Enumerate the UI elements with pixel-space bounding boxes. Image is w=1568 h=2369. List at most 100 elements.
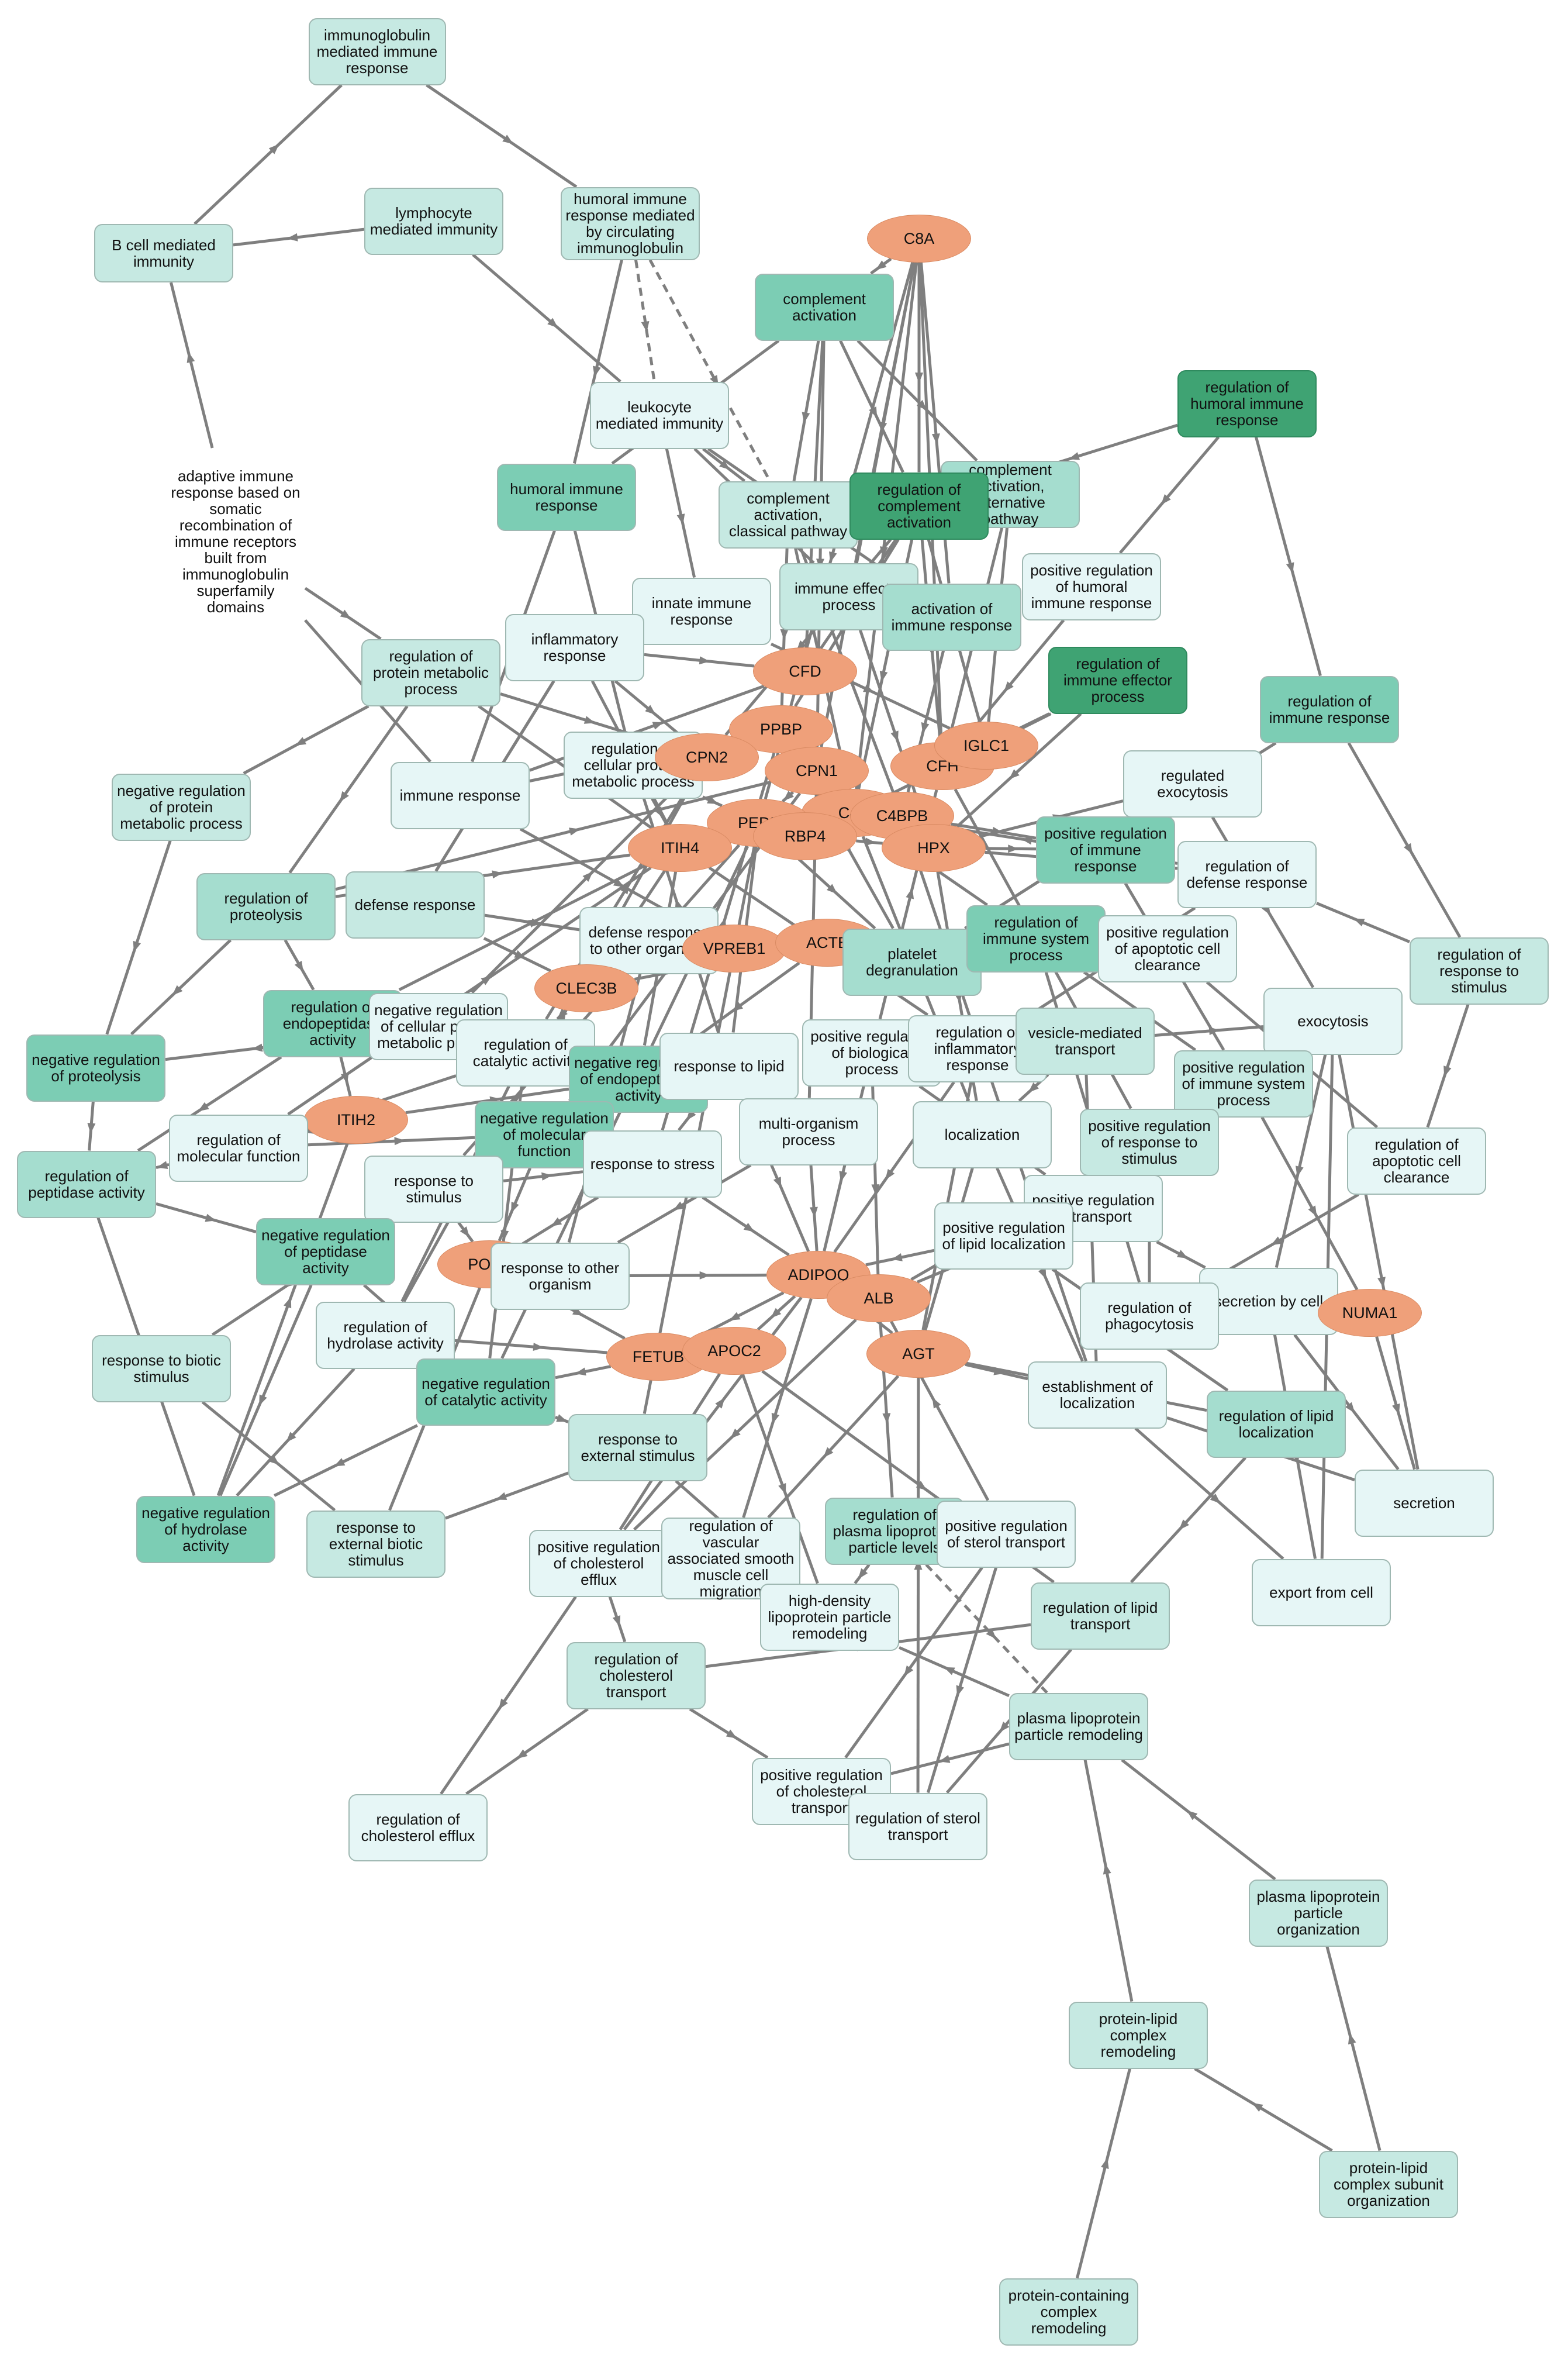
term-node-multi-organism[interactable]: multi-organism process: [739, 1098, 878, 1165]
edge-arrow: [340, 1072, 349, 1084]
term-node-hdl-remodeling[interactable]: high-density lipoprotein particle remode…: [760, 1583, 899, 1651]
gene-node-cpn2[interactable]: CPN2: [655, 733, 759, 781]
gene-node-numa1[interactable]: NUMA1: [1318, 1289, 1422, 1337]
term-node-reg-phagocytosis[interactable]: regulation of phagocytosis: [1080, 1282, 1219, 1350]
term-node-neg-reg-protein-metabolic[interactable]: negative regulation of protein metabolic…: [112, 773, 251, 841]
term-node-protein-containing-remodeling[interactable]: protein-containing complex remodeling: [999, 2278, 1138, 2346]
edge-arrow: [730, 1428, 741, 1439]
term-node-b-cell-mediated[interactable]: B cell mediated immunity: [94, 224, 233, 282]
term-node-reg-sterol-transport[interactable]: regulation of sterol transport: [848, 1792, 987, 1860]
term-node-reg-immune-effector[interactable]: regulation of immune effector process: [1048, 646, 1187, 714]
term-node-response-stimulus[interactable]: response to stimulus: [364, 1155, 503, 1223]
term-node-response-external[interactable]: response to external stimulus: [568, 1413, 707, 1481]
term-node-inflammatory-response[interactable]: inflammatory response: [505, 613, 644, 681]
gene-node-alb[interactable]: ALB: [827, 1274, 931, 1322]
term-node-neg-reg-proteolysis[interactable]: negative regulation of proteolysis: [26, 1034, 165, 1102]
term-node-reg-immune-system[interactable]: regulation of immune system process: [966, 905, 1106, 973]
term-node-response-other-org[interactable]: response to other organism: [491, 1242, 630, 1310]
term-node-exocytosis[interactable]: exocytosis: [1263, 987, 1403, 1055]
term-node-protein-lipid-subunit[interactable]: protein-lipid complex subunit organizati…: [1319, 2150, 1458, 2218]
edge-reg_endopeptidase-to-reg_peptidase: [137, 1056, 282, 1152]
edge-arrow: [547, 318, 558, 328]
gene-node-itih2[interactable]: ITIH2: [304, 1096, 408, 1144]
term-node-reg-peptidase[interactable]: regulation of peptidase activity: [17, 1150, 156, 1218]
term-node-plasma-remodeling[interactable]: plasma lipoprotein particle remodeling: [1009, 1692, 1148, 1760]
term-node-reg-chol-efflux[interactable]: regulation of cholesterol efflux: [348, 1794, 488, 1861]
term-node-reg-apoptotic-clearance[interactable]: regulation of apoptotic cell clearance: [1347, 1127, 1486, 1195]
term-node-reg-response-stimulus[interactable]: regulation of response to stimulus: [1410, 937, 1549, 1005]
edge-arrow: [1270, 1236, 1282, 1246]
term-node-pos-reg-apoptotic-clearance[interactable]: positive regulation of apoptotic cell cl…: [1098, 915, 1237, 982]
term-node-regulated-exocytosis[interactable]: regulated exocytosis: [1123, 750, 1262, 818]
term-node-complement-classical[interactable]: complement activation, classical pathway: [719, 481, 858, 549]
edge-protein_containing_remodeling-to-protein_lipid_remodeling: [1076, 2068, 1131, 2279]
term-node-response-lipid[interactable]: response to lipid: [659, 1032, 799, 1100]
term-node-protein-lipid-remodeling[interactable]: protein-lipid complex remodeling: [1069, 2001, 1208, 2069]
term-node-humoral-circulating[interactable]: humoral immune response mediated by circ…: [561, 187, 700, 260]
term-node-response-biotic[interactable]: response to biotic stimulus: [92, 1334, 231, 1402]
gene-node-ppbp[interactable]: PPBP: [729, 705, 833, 753]
term-node-lymphocyte-mediated[interactable]: lymphocyte mediated immunity: [364, 187, 503, 255]
term-node-pos-reg-immune-system[interactable]: positive regulation of immune system pro…: [1174, 1050, 1313, 1118]
term-node-pos-reg-lipid-loc[interactable]: positive regulation of lipid localizatio…: [934, 1202, 1073, 1270]
term-node-pos-reg-chol-efflux[interactable]: positive regulation of cholesterol efflu…: [529, 1529, 668, 1597]
term-node-regulation-complement[interactable]: regulation of complement activation: [849, 472, 989, 540]
edge-reg_hydrolase-to-fetub: [454, 1339, 607, 1354]
term-node-reg-proteolysis[interactable]: regulation of proteolysis: [196, 873, 336, 940]
term-node-reg-lipid-transport[interactable]: regulation of lipid transport: [1031, 1582, 1170, 1650]
term-node-establishment-loc[interactable]: establishment of localization: [1028, 1361, 1167, 1429]
term-node-reg-molecular[interactable]: regulation of molecular function: [169, 1114, 308, 1182]
gene-node-itih4[interactable]: ITIH4: [628, 824, 732, 872]
gene-node-iglc1[interactable]: IGLC1: [934, 722, 1038, 770]
term-node-reg-immune-response[interactable]: regulation of immune response: [1260, 675, 1399, 743]
term-node-pos-reg-transport[interactable]: positive regulation of transport: [1024, 1174, 1163, 1242]
gene-node-hpx[interactable]: HPX: [882, 824, 986, 872]
term-node-reg-cellular-metabolic[interactable]: regulation of cellular protein metabolic…: [564, 731, 703, 799]
term-node-neg-reg-peptidase[interactable]: negative regulation of peptidase activit…: [256, 1218, 395, 1285]
gene-node-c8a[interactable]: C8A: [867, 215, 971, 263]
term-node-reg-hydrolase[interactable]: regulation of hydrolase activity: [316, 1301, 455, 1369]
term-node-reg-protein-metabolic[interactable]: regulation of protein metabolic process: [361, 639, 500, 706]
gene-node-cfd[interactable]: CFD: [753, 647, 857, 695]
term-node-immunoglobulin-mediated[interactable]: immunoglobulin mediated immune response: [308, 18, 446, 85]
term-node-response-ext-biotic[interactable]: response to external biotic stimulus: [306, 1510, 445, 1578]
term-node-defense-response[interactable]: defense response: [346, 871, 485, 939]
term-node-leukocyte-mediated[interactable]: leukocyte mediated immunity: [590, 381, 729, 449]
edge-complement_activation-to-complement_alternative: [856, 339, 978, 462]
term-node-localization[interactable]: localization: [913, 1101, 1052, 1168]
term-node-activation-immune[interactable]: activation of immune response: [882, 583, 1021, 651]
gene-node-rbp[interactable]: RBP4: [753, 812, 857, 860]
term-node-adaptive-immune[interactable]: adaptive immune response based on somati…: [171, 467, 301, 616]
term-node-regulation-humoral[interactable]: regulation of humoral immune response: [1177, 370, 1317, 437]
term-node-reg-chol-transport[interactable]: regulation of cholesterol transport: [567, 1642, 706, 1709]
term-node-vesicle-transport[interactable]: vesicle-mediated transport: [1016, 1007, 1155, 1075]
term-node-humoral-immune[interactable]: humoral immune response: [497, 463, 636, 531]
term-node-pos-reg-sterol[interactable]: positive regulation of sterol transport: [937, 1500, 1076, 1568]
edge-arrow: [641, 320, 650, 332]
edge-adaptive_immune-to-b_cell_mediated: [170, 282, 214, 449]
term-node-neg-reg-hydrolase[interactable]: negative regulation of hydrolase activit…: [136, 1495, 275, 1563]
gene-node-vpreb1[interactable]: VPREB1: [682, 925, 786, 973]
term-node-export-cell[interactable]: export from cell: [1252, 1558, 1391, 1626]
term-node-immune-response[interactable]: immune response: [391, 761, 530, 829]
gene-node-agt[interactable]: AGT: [866, 1330, 970, 1378]
term-node-positive-reg-humoral[interactable]: positive regulation of humoral immune re…: [1022, 553, 1161, 620]
gene-node-apoc2[interactable]: APOC2: [682, 1327, 786, 1375]
edge-protein_lipid_subunit-to-protein_lipid_remodeling: [1194, 2067, 1333, 2152]
term-node-plasma-organization[interactable]: plasma lipoprotein particle organization: [1249, 1879, 1388, 1947]
term-node-secretion-cell[interactable]: secretion by cell: [1199, 1267, 1338, 1335]
term-node-response-stress[interactable]: response to stress: [583, 1130, 722, 1198]
gene-node-cpn1[interactable]: CPN1: [765, 747, 869, 795]
term-node-neg-reg-catalytic[interactable]: negative regulation of catalytic activit…: [416, 1358, 555, 1426]
term-node-reg-lipid-loc[interactable]: regulation of lipid localization: [1207, 1390, 1346, 1458]
term-node-pos-reg-response-stimulus[interactable]: positive regulation of response to stimu…: [1080, 1108, 1219, 1176]
term-node-pos-reg-immune[interactable]: positive regulation of immune response: [1036, 816, 1175, 884]
term-node-innate-immune[interactable]: innate immune response: [632, 577, 771, 645]
term-node-reg-defense[interactable]: regulation of defense response: [1177, 840, 1317, 908]
edge-arrow: [932, 1397, 941, 1409]
edge-itih2-to-neg_reg_endopeptidase: [405, 1087, 569, 1115]
term-node-platelet-degranulation[interactable]: platelet degranulation: [842, 928, 982, 996]
term-node-complement-activation[interactable]: complement activation: [755, 273, 894, 341]
term-node-secretion[interactable]: secretion: [1355, 1469, 1494, 1537]
gene-node-clec3b[interactable]: CLEC3B: [534, 964, 638, 1012]
